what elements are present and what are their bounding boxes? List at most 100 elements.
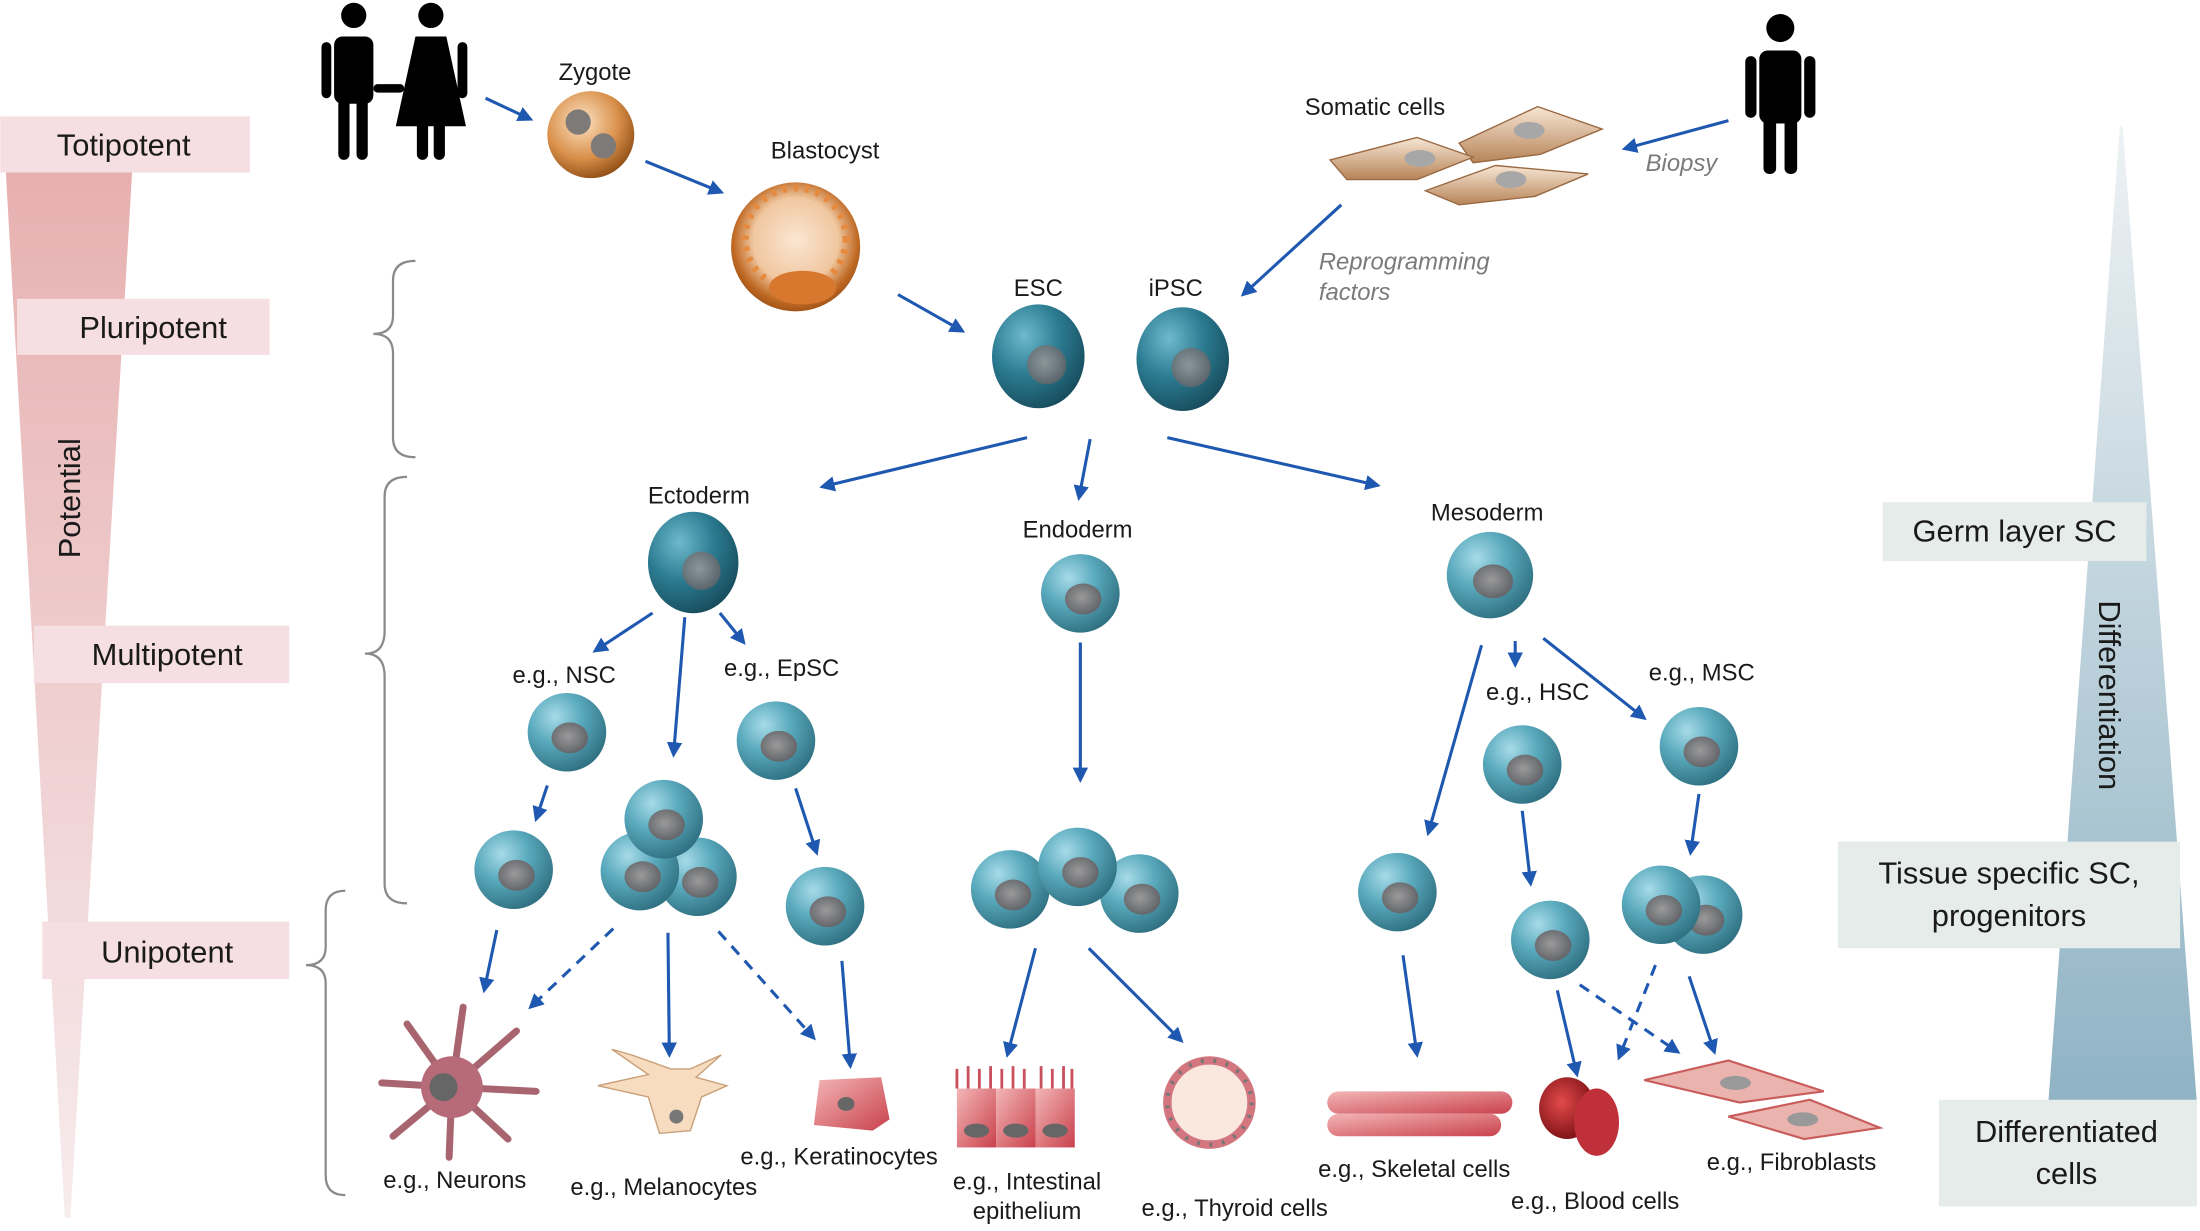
arrow-to-endoderm <box>1073 438 1092 502</box>
blood-progenitor-cell-icon <box>1511 900 1590 980</box>
mesenchymal-progenitor-cluster-icon <box>1621 865 1743 954</box>
keratinocyte-icon <box>813 1077 890 1131</box>
blastocyst: Blastocyst <box>731 138 880 312</box>
ipsc-label: iPSC <box>1149 275 1203 302</box>
neurons-label: e.g., Neurons <box>383 1167 526 1194</box>
arrow-nsc-progenitor <box>532 785 549 823</box>
nsc-cell-icon <box>527 692 607 772</box>
arrow-dashed-to-keratinocytes <box>717 930 816 1041</box>
level-pluripotent: Pluripotent <box>17 298 270 355</box>
fibroblast-icon <box>1644 1059 1884 1141</box>
arrow-blastocyst-esc <box>897 293 966 333</box>
arrow-zygote-blastocyst <box>644 159 725 195</box>
thyroid-label: e.g., Thyroid cells <box>1142 1195 1328 1222</box>
esc: ESC <box>991 275 1085 409</box>
biopsy-label: Biopsy <box>1646 150 1720 177</box>
zygote: Zygote <box>547 59 635 179</box>
arrow-dashed-to-fibroblasts <box>1578 983 1681 1054</box>
ipsc: iPSC <box>1136 275 1230 412</box>
ectoderm-label: Ectoderm <box>648 483 750 510</box>
hsc-cell-icon <box>1482 725 1562 804</box>
level-braces <box>306 259 416 1197</box>
arrow-biopsy <box>1621 119 1729 153</box>
potential-wedge <box>5 172 133 1218</box>
level-germ-layer-sc: Germ layer SC <box>1882 502 2147 562</box>
arrow-meso-msc <box>1542 637 1647 721</box>
unipotent-brace <box>306 889 346 1197</box>
melanocytes-label: e.g., Melanocytes <box>570 1174 757 1201</box>
differentiation-scale: Differentiation Germ layer SC Tissue spe… <box>1837 126 2197 1207</box>
reprogramming-label-line2: factors <box>1319 279 1391 306</box>
epidermal-progenitor-cell-icon <box>785 866 865 946</box>
arrow-meso-muscle <box>1424 644 1484 837</box>
ectoderm: Ectoderm <box>648 483 750 614</box>
arrow-to-fibroblasts <box>1687 975 1718 1055</box>
melanocyte-icon <box>597 1048 729 1135</box>
intestinal-epithelium-icon <box>955 1066 1075 1148</box>
arrow-to-thyroid <box>1087 947 1184 1044</box>
arrow-reprogramming <box>1240 203 1343 297</box>
arrow-dashed-to-blood <box>1616 964 1657 1061</box>
level-label: Pluripotent <box>79 310 227 345</box>
endoderm-label: Endoderm <box>1023 516 1133 543</box>
multipotent-brace <box>364 475 408 905</box>
mesoderm: Mesoderm <box>1431 499 1544 619</box>
skeletal-muscle-icon <box>1327 1091 1513 1137</box>
muscle-progenitor-cell-icon <box>1358 852 1437 932</box>
potential-axis-label: Potential <box>52 438 87 558</box>
arrow-ecto-neural-crest <box>666 617 687 758</box>
arrow-dashed-to-neurons <box>528 927 615 1010</box>
level-unipotent: Unipotent <box>42 921 290 980</box>
mesoderm-label: Mesoderm <box>1431 499 1544 526</box>
arrow-ecto-nsc <box>592 611 654 653</box>
level-label: Multipotent <box>92 637 243 672</box>
esc-cell-icon <box>991 304 1085 409</box>
intestinal-label-line1: e.g., Intestinal <box>953 1169 1101 1196</box>
somatic-cells: Somatic cells Biopsy Reprogramming facto… <box>1305 94 1720 306</box>
epsc-label: e.g., EpSC <box>724 655 839 682</box>
thyroid-follicle-icon <box>1163 1056 1256 1149</box>
arrow-to-skeletal <box>1401 955 1423 1058</box>
potential-scale: Potential Totipotent Pluripotent Multipo… <box>0 116 290 1218</box>
pluripotent-brace <box>373 259 416 459</box>
donor-person-icon <box>1745 14 1816 174</box>
skeletal-label: e.g., Skeletal cells <box>1318 1156 1510 1183</box>
arrow-to-neurons <box>479 929 499 994</box>
zygote-label: Zygote <box>559 59 632 86</box>
blastocyst-label: Blastocyst <box>771 138 880 165</box>
nsc-label: e.g., NSC <box>513 662 616 689</box>
intestinal-label-line2: epithelium <box>973 1198 1082 1225</box>
endoderm: Endoderm <box>1023 516 1133 633</box>
hsc-label: e.g., HSC <box>1486 679 1589 706</box>
level-totipotent: Totipotent <box>0 116 250 173</box>
neural-crest-cluster-icon <box>600 779 737 916</box>
arrow-parents-zygote <box>484 96 534 121</box>
keratinocytes-label: e.g., Keratinocytes <box>740 1143 937 1170</box>
arrow-to-keratinocytes <box>840 960 858 1070</box>
endoderm-cell-icon <box>1041 554 1120 633</box>
esc-label: ESC <box>1014 275 1063 302</box>
zygote-icon <box>547 91 635 179</box>
mesoderm-cell-icon <box>1446 531 1534 619</box>
arrow-to-melanocytes <box>661 932 677 1058</box>
arrow-ecto-epsc <box>718 612 746 645</box>
level-tissue-specific-sc: Tissue specific SC, progenitors <box>1837 841 2181 949</box>
arrow-to-intestinal <box>1003 947 1037 1058</box>
endoderm-progenitor-cluster-icon <box>970 827 1179 933</box>
level-label-line1: Tissue specific SC, <box>1878 856 2139 891</box>
lineage-arrows <box>479 96 1729 1078</box>
ectoderm-cell-icon <box>647 511 739 614</box>
epsc-cell-icon <box>736 701 816 780</box>
blood-label: e.g., Blood cells <box>1511 1188 1679 1215</box>
level-label-line2: progenitors <box>1932 898 2086 933</box>
neural-progenitor-cell-icon <box>474 830 553 909</box>
arrow-msc-progenitor <box>1684 793 1701 856</box>
arrow-hsc-progenitor <box>1520 810 1537 887</box>
somatic-cells-label: Somatic cells <box>1305 94 1445 121</box>
level-differentiated-cells: Differentiated cells <box>1938 1099 2197 1207</box>
reprogramming-label-line1: Reprogramming <box>1319 248 1491 275</box>
arrow-epsc-progenitor <box>794 787 821 856</box>
fibroblasts-label: e.g., Fibroblasts <box>1707 1149 1877 1176</box>
